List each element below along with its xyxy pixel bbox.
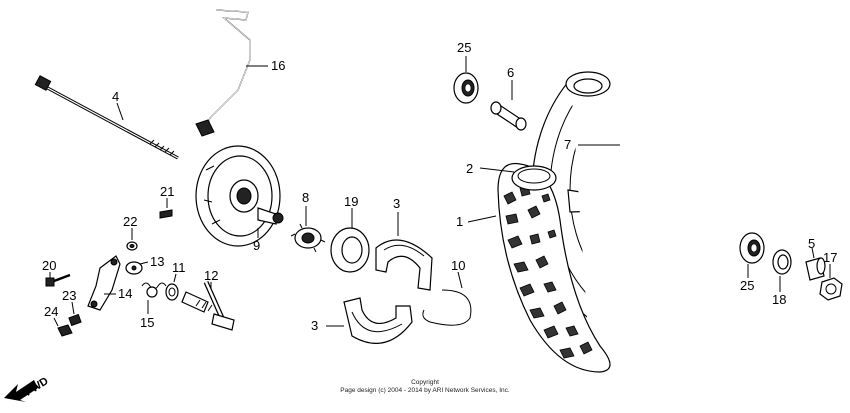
callout-7: 7 — [564, 137, 571, 152]
callout-19: 19 — [344, 194, 358, 209]
callout-17: 17 — [823, 250, 837, 265]
brake-cam-part — [181, 280, 235, 331]
dust-seal-right-part — [772, 249, 792, 275]
brake-shoe-lower-part — [343, 297, 413, 344]
tire-tread-pattern — [503, 185, 593, 359]
callout-1: 1 — [456, 214, 463, 229]
bearing-part-top — [453, 72, 479, 104]
copyright-line2: Page design (c) 2004 - 2014 by ARI Netwo… — [340, 387, 510, 394]
brake-shoe-upper-part — [375, 239, 433, 291]
dust-seal-part — [330, 227, 370, 273]
copyright-line1: Copyright — [411, 379, 439, 386]
washer-part — [126, 241, 138, 251]
axle-nut-part — [819, 277, 843, 301]
brake-panel-part — [195, 145, 284, 247]
brake-arm-part — [87, 255, 121, 311]
callout-3b: 3 — [311, 318, 318, 333]
fwd-label: FWD — [23, 375, 51, 398]
callout-5: 5 — [808, 236, 815, 251]
callout-4: 4 — [112, 89, 119, 104]
speedo-gear-part — [290, 223, 326, 253]
callout-13: 13 — [150, 254, 164, 269]
callout-24: 24 — [44, 304, 58, 319]
brake-spring-part — [422, 289, 472, 326]
fwd-arrow-icon — [4, 380, 38, 402]
callout-8: 8 — [302, 190, 309, 205]
seal-ring-part — [165, 283, 179, 301]
indicator-plate-part — [125, 261, 143, 275]
callout-16: 16 — [271, 58, 285, 73]
callout-10: 10 — [451, 258, 465, 273]
callout-25b: 25 — [740, 278, 754, 293]
distance-collar-part — [490, 101, 527, 131]
callout-11: 11 — [172, 260, 186, 275]
side-collar-part — [805, 257, 826, 281]
callout-3a: 3 — [393, 196, 400, 211]
callout-21: 21 — [160, 184, 174, 199]
callout-9: 9 — [253, 238, 260, 253]
callout-15: 15 — [140, 315, 154, 330]
bearing-part-right — [739, 232, 765, 264]
cable-stay-part — [195, 9, 251, 137]
callout-6: 6 — [507, 65, 514, 80]
callout-2: 2 — [466, 161, 473, 176]
nut-part-24 — [57, 324, 73, 337]
callout-20: 20 — [42, 258, 56, 273]
spring-part — [141, 282, 167, 298]
callout-12: 12 — [204, 268, 218, 283]
tire-part — [497, 21, 825, 389]
callout-18: 18 — [772, 292, 786, 307]
pin-part — [159, 209, 173, 219]
axle-part — [34, 75, 179, 160]
callout-14: 14 — [118, 286, 132, 301]
callout-23: 23 — [62, 288, 76, 303]
callout-22: 22 — [123, 214, 137, 229]
callout-25a: 25 — [457, 40, 471, 55]
nut-part-23 — [68, 313, 82, 327]
